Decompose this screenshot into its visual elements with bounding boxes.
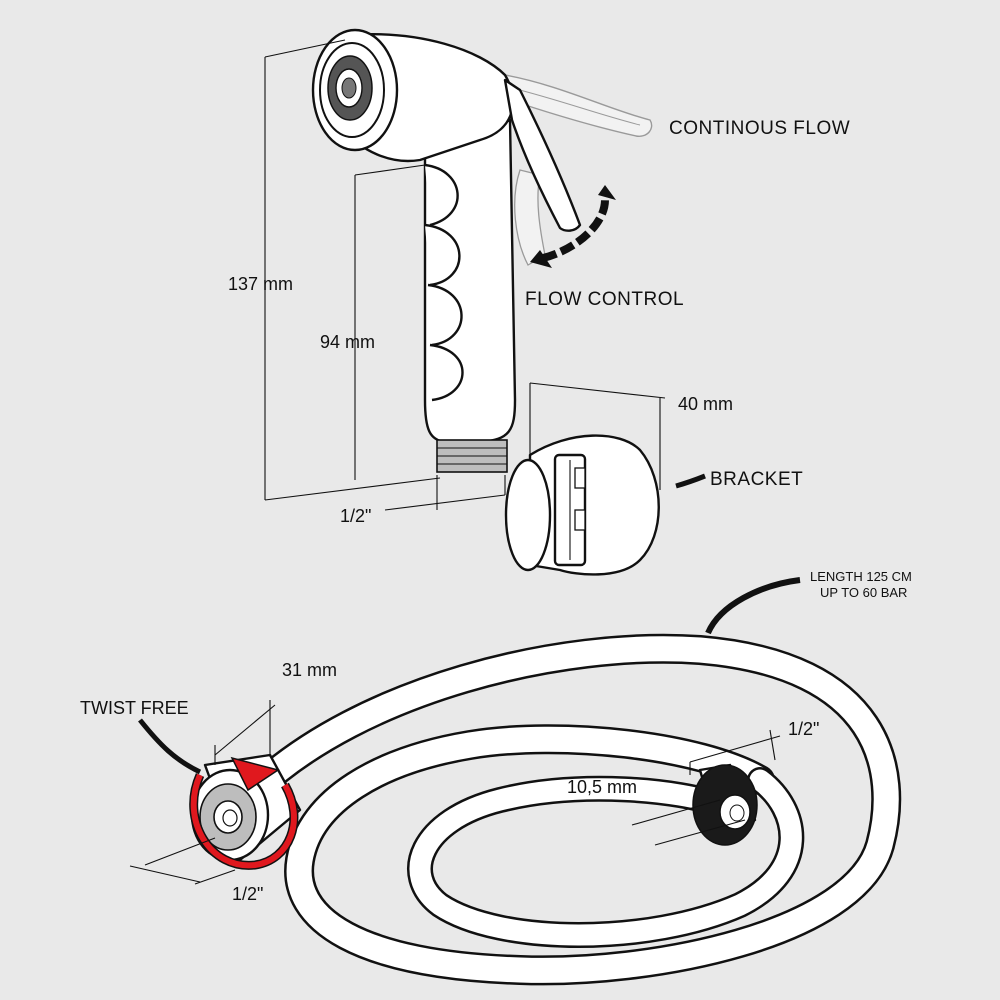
- lever-ghost: [504, 74, 653, 137]
- label-nut-length: 31 mm: [282, 660, 337, 680]
- lever: [503, 78, 582, 232]
- label-twist-free: TWIST FREE: [80, 698, 189, 718]
- label-hose-length: LENGTH 125 CM: [810, 569, 912, 584]
- hand-shower: [311, 28, 653, 473]
- dimension-lines: [129, 39, 801, 885]
- label-continuous-flow: CONTINOUS FLOW: [669, 118, 850, 139]
- hose-nut-left: [190, 753, 302, 862]
- label-flow-control: FLOW CONTROL: [525, 289, 684, 310]
- label-thread-handle: 1/2": [340, 506, 371, 526]
- bracket-drawing: [504, 434, 660, 576]
- label-hose-pressure: UP TO 60 BAR: [820, 585, 907, 600]
- label-bracket-width: 40 mm: [678, 394, 733, 414]
- label-thread-hose-right: 1/2": [788, 719, 819, 739]
- label-height-137: 137 mm: [228, 274, 293, 294]
- label-cone-diameter: 10,5 mm: [567, 777, 637, 797]
- label-thread-hose-left: 1/2": [232, 884, 263, 904]
- label-height-94: 94 mm: [320, 332, 375, 352]
- twist-free-arrow: [189, 756, 299, 870]
- label-bracket: BRACKET: [710, 469, 803, 490]
- flow-control-arrow: [530, 185, 616, 268]
